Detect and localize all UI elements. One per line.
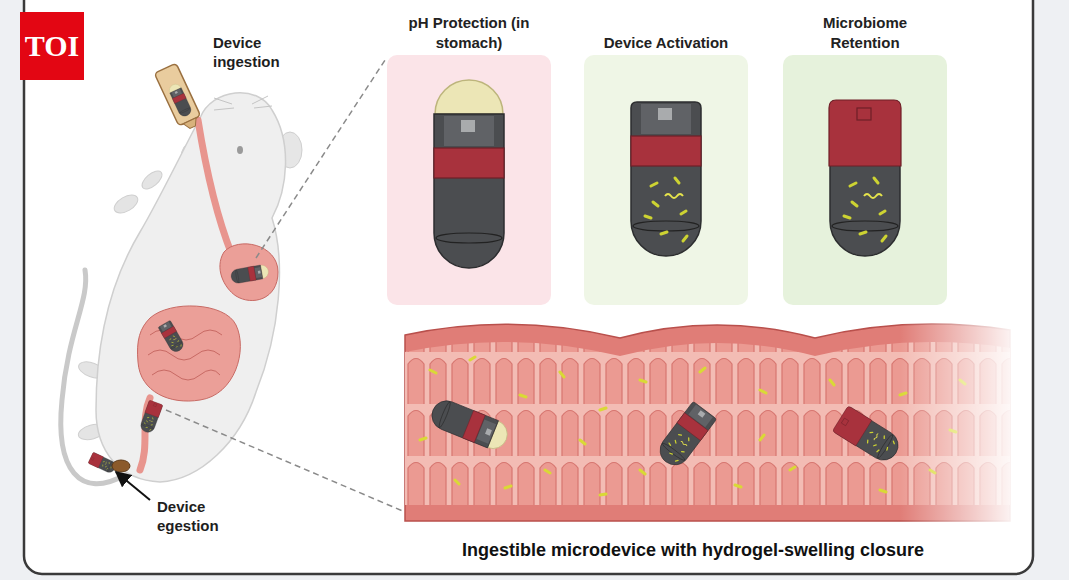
device-label: Device ingestion [213, 33, 295, 71]
capsule-activated [654, 401, 716, 470]
logo-watermark: TOI [20, 12, 84, 80]
device-label: Device egestion [157, 497, 239, 535]
panel-box: Microbiome Retention [783, 13, 947, 305]
feces [112, 460, 130, 472]
panel-ground [387, 55, 551, 305]
zoom-line [256, 57, 387, 258]
panel-box: pH Protection (in stomach) [387, 13, 551, 305]
small-intestine [138, 306, 241, 401]
mouse-body [96, 93, 286, 482]
capsule-in-stomach [230, 264, 269, 284]
panel-ground [783, 55, 947, 305]
mouse-whiskers [214, 96, 272, 110]
panel-heading: Microbiome Retention [803, 13, 928, 53]
stomach [220, 244, 278, 301]
frame [24, 0, 1033, 574]
capsule-activated [631, 102, 701, 256]
panel-ground [584, 55, 748, 305]
mouse-eye [237, 146, 243, 154]
capsule-retention [832, 406, 904, 466]
capsule-in-colon [139, 400, 163, 434]
esophagus [198, 120, 232, 255]
caption: Ingestible microdevice with hydrogel-swe… [383, 539, 1003, 561]
gavage-tube [154, 63, 200, 126]
panel-heading: pH Protection (in stomach) [407, 13, 532, 53]
gavage-device [154, 63, 203, 132]
egestion-arrow [116, 472, 150, 500]
fade-out [900, 305, 1022, 527]
capsule-ph [427, 396, 511, 453]
capsule-retention [829, 100, 901, 256]
intestine-coils [148, 330, 222, 380]
panel-box: Device Activation [584, 33, 748, 305]
capsule-in-device [167, 82, 193, 118]
gut-bacteria [420, 357, 965, 495]
mouse-paw [111, 191, 141, 216]
panel-heading: Device Activation [604, 33, 729, 53]
capsule-in-intestine [158, 320, 186, 354]
gavage-tip [183, 118, 199, 130]
capsule-ph [434, 80, 504, 268]
mouse-paw [139, 168, 165, 193]
zoom-line [166, 410, 405, 512]
